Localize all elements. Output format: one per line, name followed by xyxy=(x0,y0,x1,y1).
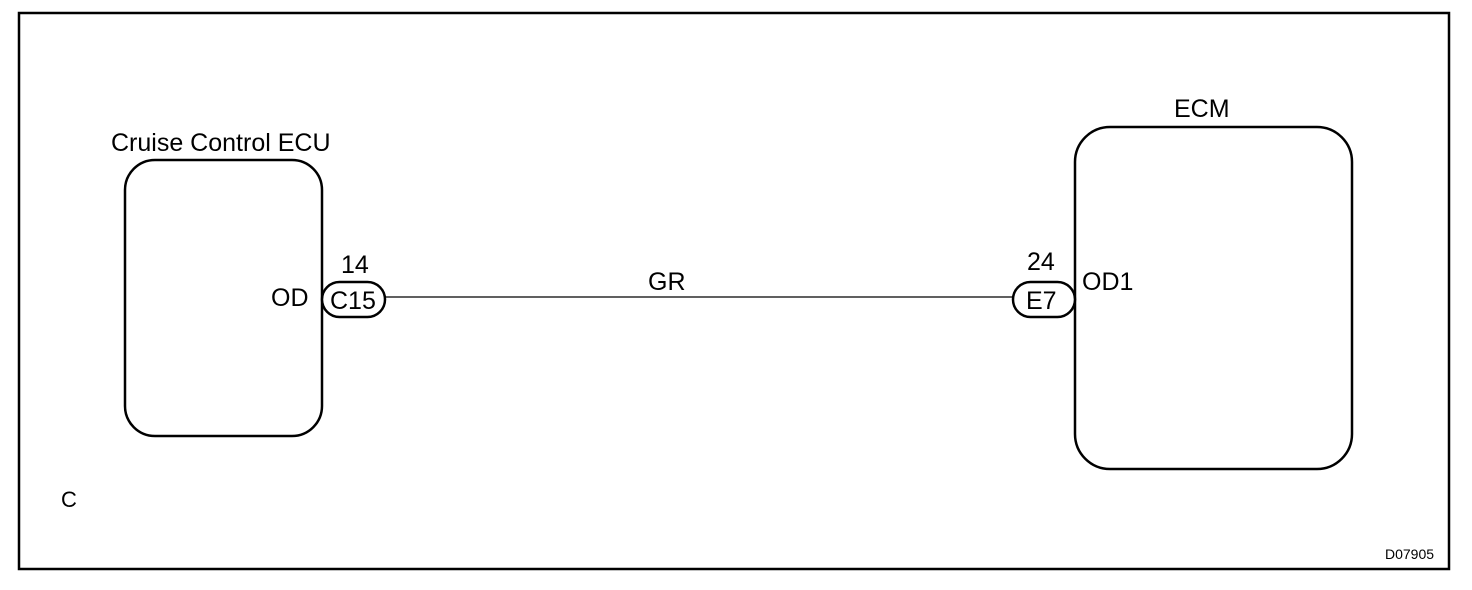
connector-e7-label: E7 xyxy=(1026,287,1057,315)
ecm-box xyxy=(1073,125,1354,471)
cruise-control-ecu-label: Cruise Control ECU xyxy=(111,129,331,157)
figure-id: D07905 xyxy=(1385,546,1434,562)
ecm-label: ECM xyxy=(1174,95,1230,123)
terminal-od1-label: OD1 xyxy=(1082,268,1133,296)
connector-c15 xyxy=(320,280,387,319)
connector-e7 xyxy=(1011,280,1077,319)
pin-14-label: 14 xyxy=(341,251,369,279)
terminal-od-label: OD xyxy=(271,284,309,312)
connector-c15-label: C15 xyxy=(330,287,376,315)
pin-24-label: 24 xyxy=(1027,248,1055,276)
corner-label: C xyxy=(61,487,77,512)
diagram-frame xyxy=(17,11,1451,571)
wire-color-label: GR xyxy=(648,268,686,296)
